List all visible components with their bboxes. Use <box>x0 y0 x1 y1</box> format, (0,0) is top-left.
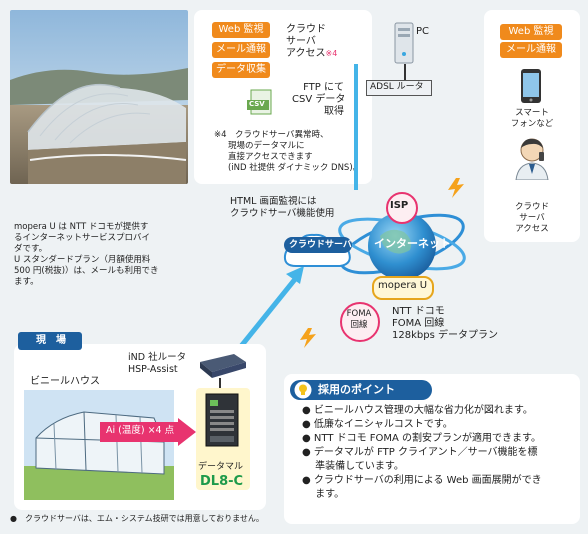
points-title-bar <box>290 380 432 400</box>
pc-label: PC <box>416 26 430 37</box>
adsl-router-label: ADSL ルータ <box>370 82 424 92</box>
point-item: ● NTT ドコモ FOMA の割安プランが適用できます。 <box>302 433 542 444</box>
footnote: ● クラウドサーバは、エム・システム技研では用意しておりません。 <box>10 514 264 523</box>
mopera-note: mopera U は NTT ドコモが提供す るインターネットサービスプロバイ … <box>14 222 159 287</box>
pc-tower-icon <box>394 22 414 68</box>
ftp-label: FTP にて CSV データ 取得 <box>292 82 346 117</box>
csv-file-icon <box>246 88 276 122</box>
foma-label: FOMA 回線 <box>346 309 372 330</box>
tag-web-monitor: Web 監視 <box>212 22 270 38</box>
internet-label: インターネット <box>374 237 451 250</box>
adsl-router <box>366 80 432 96</box>
pc-to-isp-link <box>354 64 358 190</box>
router-label: iND 社ルータ HSP-Assist <box>128 352 187 375</box>
cloud-access-label: クラウド サーバ アクセス※4 <box>286 24 338 59</box>
cloud-server-label: クラウドサーバ <box>289 240 352 250</box>
point-item: ます。 <box>302 489 345 500</box>
cloud-server-badge <box>284 237 352 253</box>
point-item: ● クラウドサーバの利用による Web 画面展開ができ <box>302 475 542 486</box>
router-device <box>196 352 248 384</box>
site-title-badge <box>18 332 82 350</box>
remote-access-panel: Web 監視 メール通報 スマート フォンなど クラウド サーバ <box>484 10 580 242</box>
pc-router-cable <box>404 64 406 80</box>
datamaru-label: データマル <box>198 462 244 472</box>
site-title: 現 場 <box>36 335 66 346</box>
note4-text: ※4 クラウドサーバ異常時、 現場のデータマルに 直接アクセスできます (iND… <box>214 130 362 173</box>
tag-mail-alert-right: メール通報 <box>500 42 562 58</box>
router-datamaru-cable <box>219 378 221 392</box>
remote-cloud-access-label: クラウド サーバ アクセス <box>514 202 549 234</box>
points-title: 採用のポイント <box>318 383 395 396</box>
tag-data-collect: データ収集 <box>212 62 270 78</box>
point-item: ● ビニールハウス管理の大幅な省力化が図れます。 <box>302 405 533 416</box>
html-monitor-note: HTML 画面監視には クラウドサーバ機能使用 <box>230 196 335 219</box>
point-item: ● データマルが FTP クライアント／サーバ機能を標 <box>302 447 538 458</box>
datamaru-device-icon <box>204 392 240 452</box>
internet-globe <box>334 196 470 300</box>
lightning-icon <box>448 178 464 198</box>
csv-label: CSV <box>249 100 265 108</box>
mopera-node <box>372 276 434 300</box>
mopera-label: mopera U <box>378 280 428 291</box>
tag-mail-alert: メール通報 <box>212 42 270 58</box>
datamaru-model: DL8-C <box>200 474 244 489</box>
isp-node <box>386 192 418 224</box>
ntt-docomo-note: NTT ドコモ FOMA 回線 128kbps データプラン <box>392 306 498 341</box>
lightning-icon <box>300 328 316 348</box>
point-item: ● 低廉なイニシャルコストです。 <box>302 419 453 430</box>
points-list: ● ビニールハウス管理の大幅な省力化が図れます。 ● 低廉なイニシャルコストです… <box>302 404 574 502</box>
foma-node <box>340 302 380 342</box>
point-item: 準装備しています。 <box>302 461 404 472</box>
greenhouse-label: ビニールハウス <box>30 376 100 387</box>
person-icon <box>512 134 552 184</box>
smartphone-label: スマート フォンなど <box>510 108 554 129</box>
monitor-pc-panel: Web 監視 メール通報 データ収集 クラウド サーバ アクセス※4 PC AD… <box>194 10 432 184</box>
sensor-arrow <box>100 418 196 450</box>
sensor-label: Ai (温度) ×4 点 <box>106 425 175 436</box>
smartphone-icon <box>520 68 542 108</box>
isp-label: ISP <box>390 200 409 211</box>
tag-web-monitor-right: Web 監視 <box>500 24 562 40</box>
site-to-cloud-link <box>236 266 304 352</box>
greenhouse-photo <box>10 10 188 184</box>
lightbulb-icon <box>294 381 312 403</box>
